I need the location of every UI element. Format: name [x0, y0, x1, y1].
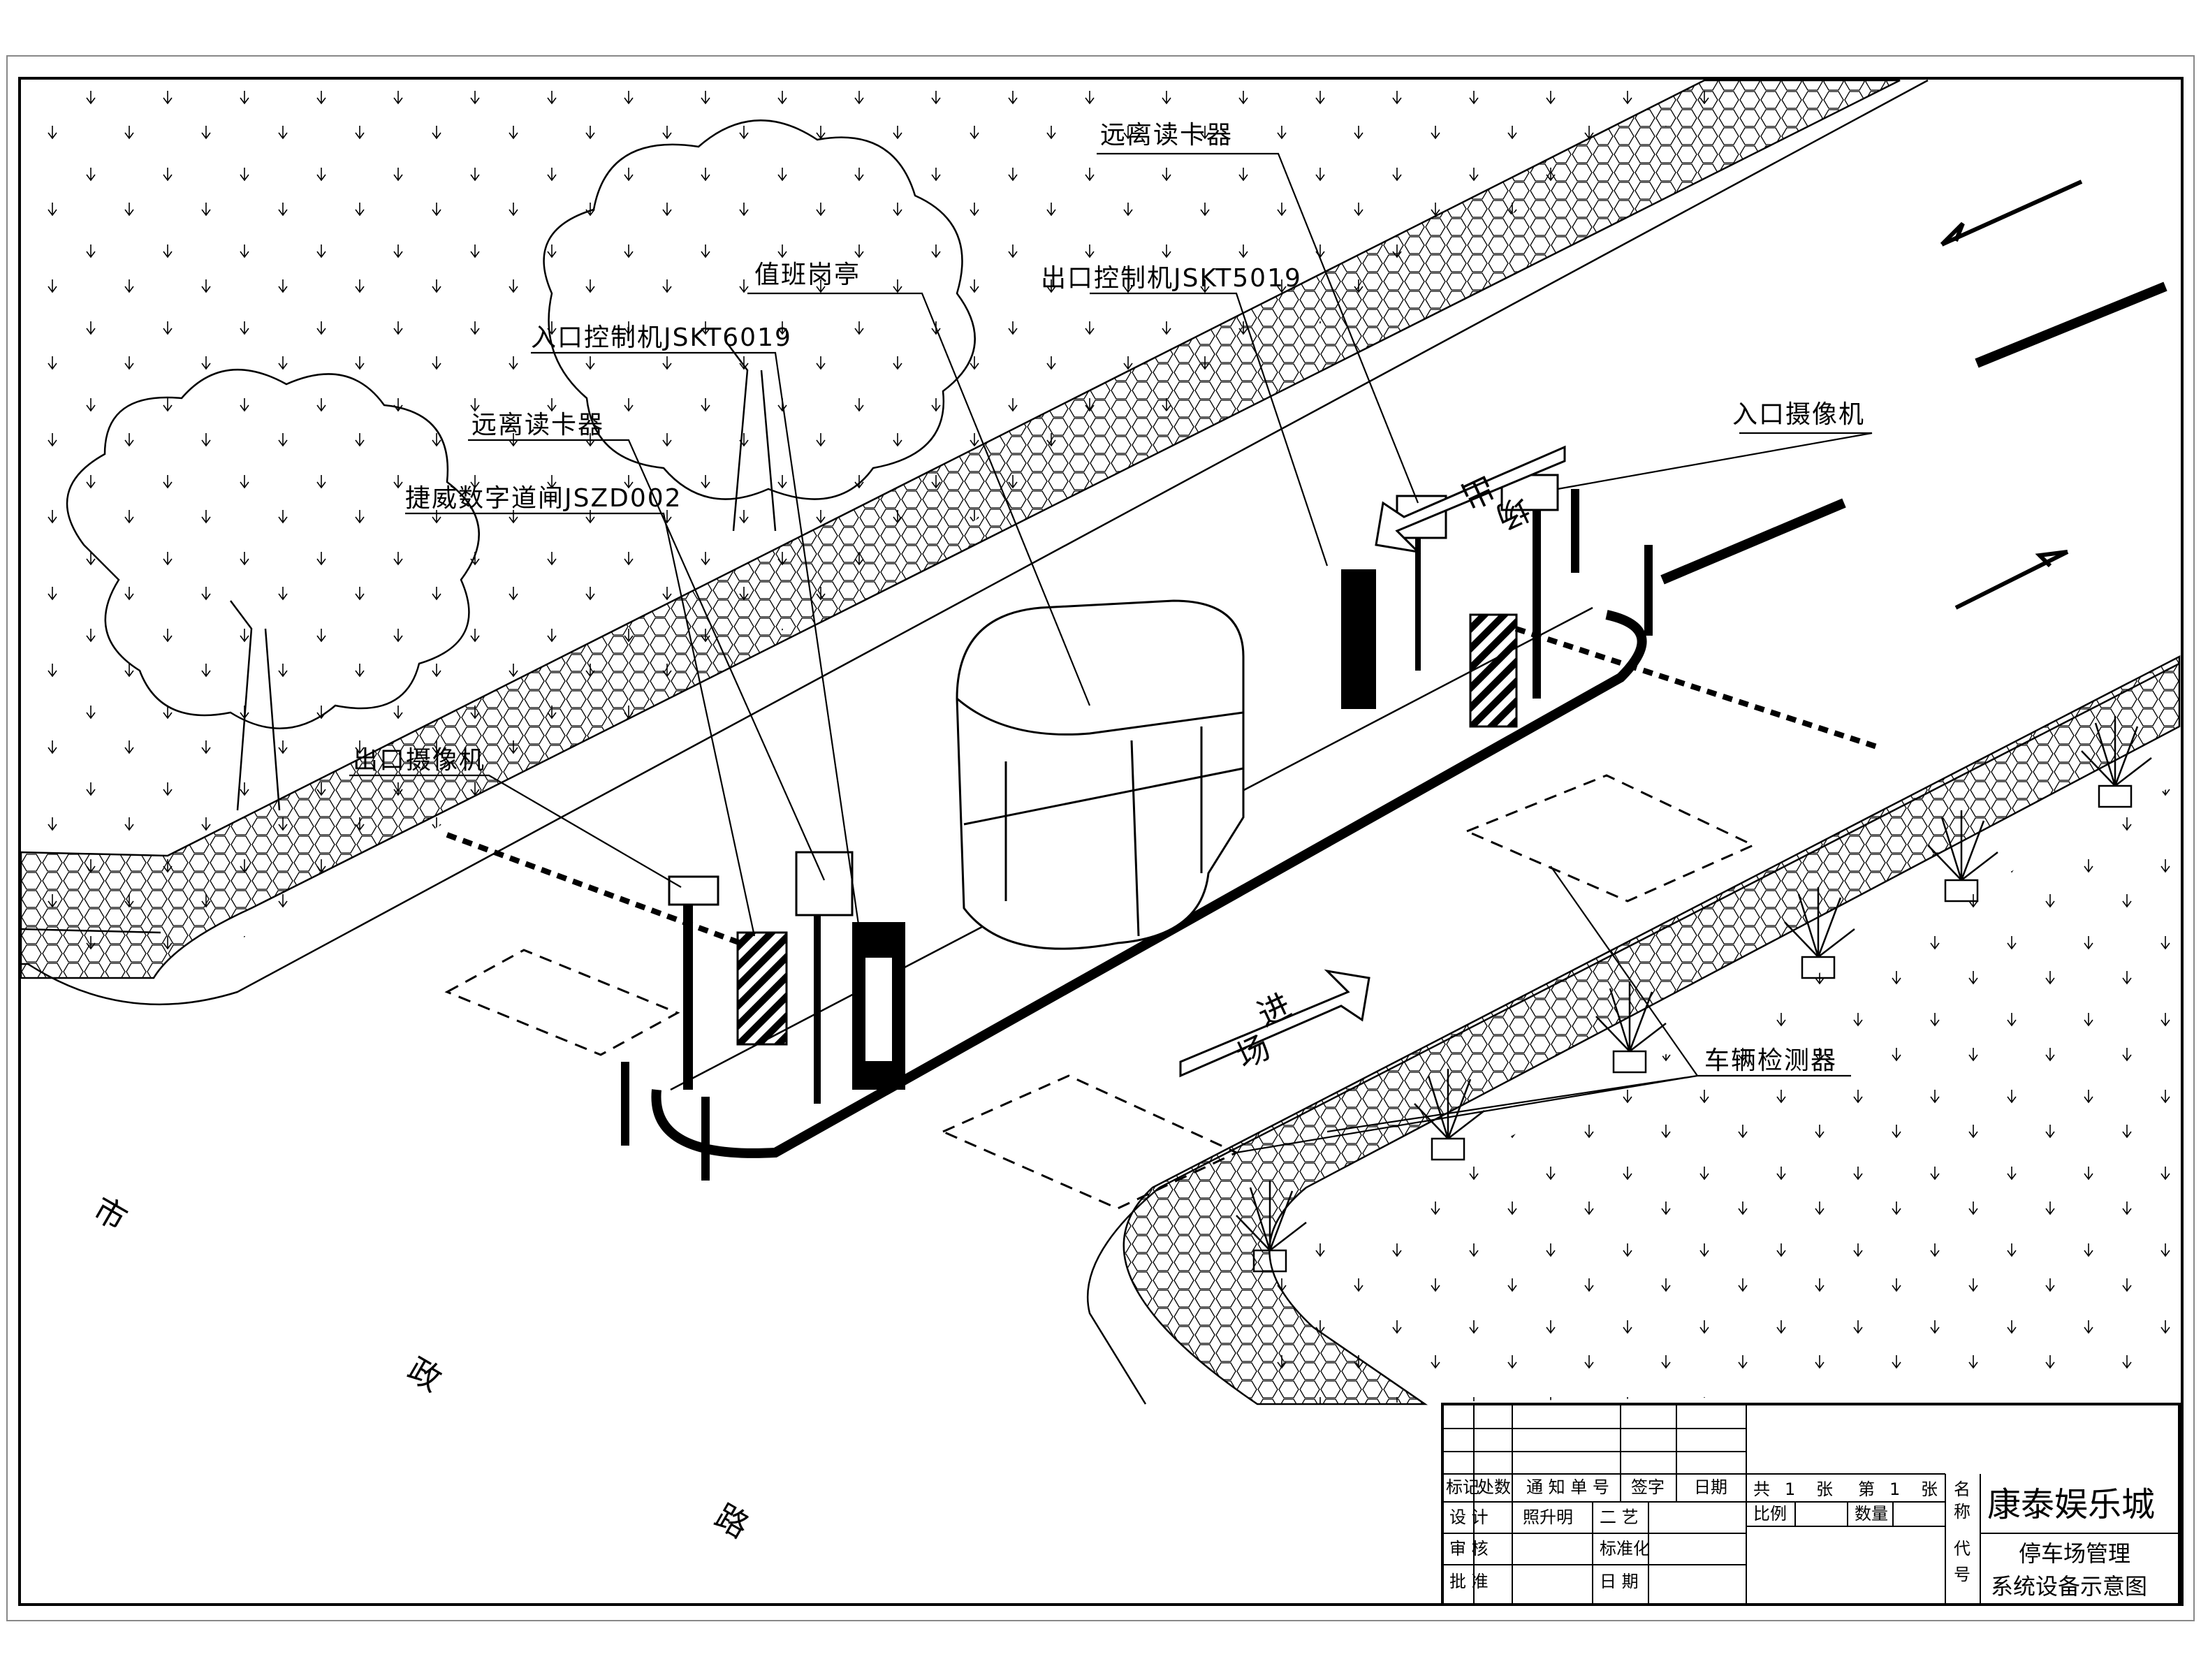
guard-booth	[956, 599, 1245, 950]
exit-camera-device	[668, 875, 719, 906]
road-char-shi: 市	[87, 1190, 134, 1239]
tb-total: 1	[1785, 1480, 1795, 1499]
island-curb	[651, 610, 1647, 1158]
tb-unit-1: 张	[1816, 1480, 1833, 1499]
label-barrier-gate: 捷威数字道闸JSZD002	[405, 484, 682, 513]
tb-review-label: 审 核	[1449, 1539, 1489, 1558]
entry-direction-arrow	[1179, 969, 1370, 1078]
upper-sidewalk	[20, 79, 1901, 979]
leader-lines	[349, 152, 1873, 1154]
tb-drawing-title-1: 停车场管理	[2019, 1540, 2130, 1567]
tb-header-notice: 通 知 单 号	[1526, 1477, 1609, 1497]
tree-outlines	[66, 119, 976, 811]
drawing-border	[18, 77, 2184, 1606]
tb-header-sign: 签字	[1631, 1477, 1665, 1497]
tb-name-col-2: 称	[1954, 1502, 1970, 1521]
tb-total-prefix: 共	[1753, 1480, 1770, 1499]
label-exit-controller: 出口控制机JSKT5019	[1041, 264, 1302, 293]
lower-sidewalk	[1123, 655, 2181, 1405]
road-char-zheng: 政	[402, 1350, 448, 1399]
tb-code-col-1: 代	[1954, 1539, 1970, 1558]
tb-unit-2: 张	[1921, 1480, 1938, 1499]
exit-controller-device	[1341, 569, 1376, 709]
tb-no-prefix: 第	[1858, 1480, 1875, 1499]
tb-approve-label: 批 准	[1449, 1572, 1489, 1591]
tb-process-label: 二 艺	[1600, 1507, 1639, 1527]
tb-scale-label: 比例	[1753, 1504, 1787, 1524]
title-block: 标记 处数 通 知 单 号 签字 日期 设 计 照升明 二 艺 审 核 标准化 …	[1441, 1403, 2181, 1606]
label-remote-reader-left: 远离读卡器	[471, 411, 604, 439]
label-vehicle-detector: 车辆检测器	[1704, 1046, 1837, 1075]
tb-name-col-1: 名	[1954, 1480, 1970, 1499]
tb-date-label: 日 期	[1600, 1572, 1639, 1591]
potted-plants	[1236, 716, 2152, 1273]
tb-header-date: 日期	[1694, 1477, 1727, 1497]
sheet-frame	[6, 55, 2195, 1621]
tb-project-name: 康泰娱乐城	[1987, 1485, 2155, 1524]
tb-code-col-2: 号	[1954, 1565, 1970, 1584]
bollards	[621, 489, 1653, 1181]
tb-no: 1	[1889, 1480, 1900, 1499]
entry-barrier-arm	[1514, 626, 1880, 750]
exit-remote-reader	[795, 851, 854, 916]
exit-barrier-cabinet	[736, 931, 788, 1046]
label-remote-reader-top: 远离读卡器	[1100, 121, 1233, 149]
label-exit-camera: 出口摄像机	[353, 746, 485, 775]
entry-barrier-cabinet	[1469, 613, 1518, 728]
exit-direction-arrow	[1375, 445, 1566, 554]
tb-drawing-title-2: 系统设备示意图	[1991, 1573, 2147, 1600]
tb-design-name: 照升明	[1523, 1507, 1573, 1527]
tb-header-count: 处数	[1477, 1477, 1511, 1497]
tb-standard-label: 标准化	[1600, 1539, 1650, 1558]
road-char-lu: 路	[709, 1497, 756, 1546]
lower-lawn	[1229, 782, 2179, 1404]
lane-markings	[1660, 180, 2167, 610]
tb-qty-label: 数量	[1855, 1504, 1888, 1524]
label-entry-camera: 入口摄像机	[1732, 400, 1865, 429]
tb-header-mark: 标记	[1446, 1477, 1479, 1497]
label-entry-controller: 入口控制机JSKT6019	[531, 323, 792, 352]
label-guard-booth: 值班岗亭	[754, 261, 861, 289]
tb-design-label: 设 计	[1449, 1507, 1489, 1527]
